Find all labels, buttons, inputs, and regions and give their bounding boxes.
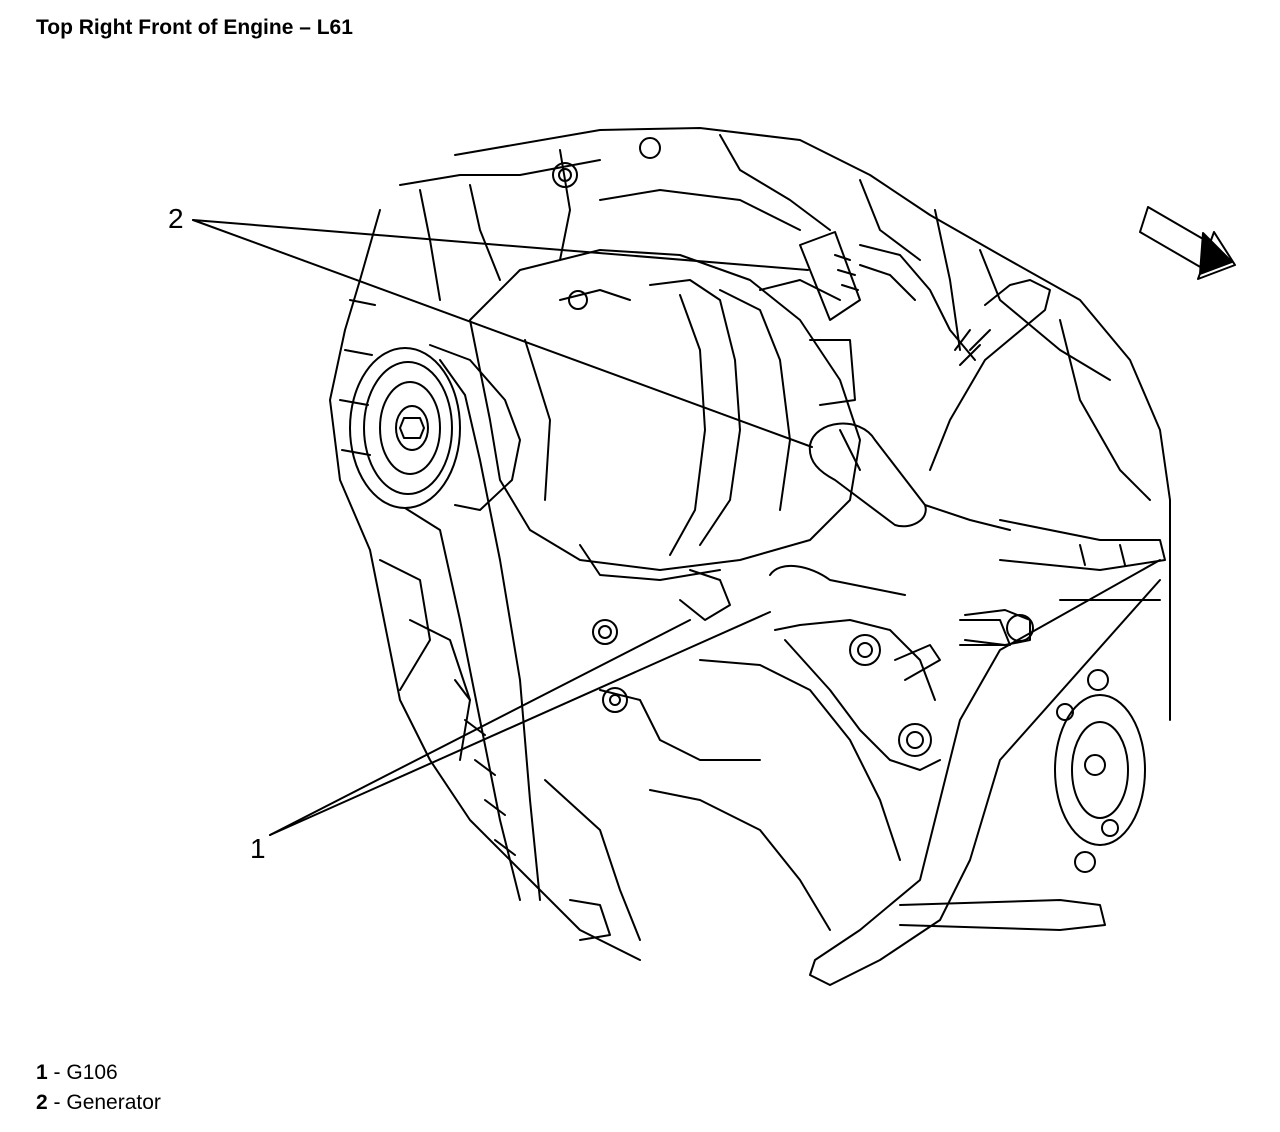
battery-terminal-boot bbox=[808, 422, 1011, 531]
legend-number: 1 bbox=[36, 1061, 48, 1084]
callout-2: 2 bbox=[168, 203, 184, 234]
leader-line-2-connector bbox=[192, 219, 809, 271]
legend-number: 2 bbox=[36, 1091, 48, 1114]
legend-separator: - bbox=[53, 1091, 67, 1114]
ground-strap-g106 bbox=[679, 564, 1034, 771]
legend-description: G106 bbox=[66, 1061, 118, 1084]
generator-connector bbox=[799, 231, 976, 361]
legend-description: Generator bbox=[66, 1091, 161, 1114]
legend-item: 2 - Generator bbox=[36, 1088, 161, 1118]
generator-pulley bbox=[349, 344, 521, 511]
leader-line-1-upper bbox=[269, 619, 691, 836]
callout-1: 1 bbox=[250, 833, 266, 864]
legend-item: 1 - G106 bbox=[36, 1058, 161, 1088]
generator-body bbox=[469, 137, 861, 645]
leader-lines bbox=[192, 219, 813, 836]
page-title: Top Right Front of Engine – L61 bbox=[36, 16, 353, 39]
legend-separator: - bbox=[53, 1061, 67, 1084]
leader-line-1-lower bbox=[269, 611, 771, 836]
engine-block-outline bbox=[329, 127, 1171, 961]
callout-legend: 1 - G106 2 - Generator bbox=[36, 1058, 161, 1118]
direction-arrow-icon bbox=[1139, 206, 1236, 280]
leader-line-2-terminal bbox=[192, 219, 813, 448]
wiring-harness bbox=[809, 279, 1166, 986]
drive-belt bbox=[404, 359, 541, 901]
lower-engine-components bbox=[544, 659, 1146, 941]
